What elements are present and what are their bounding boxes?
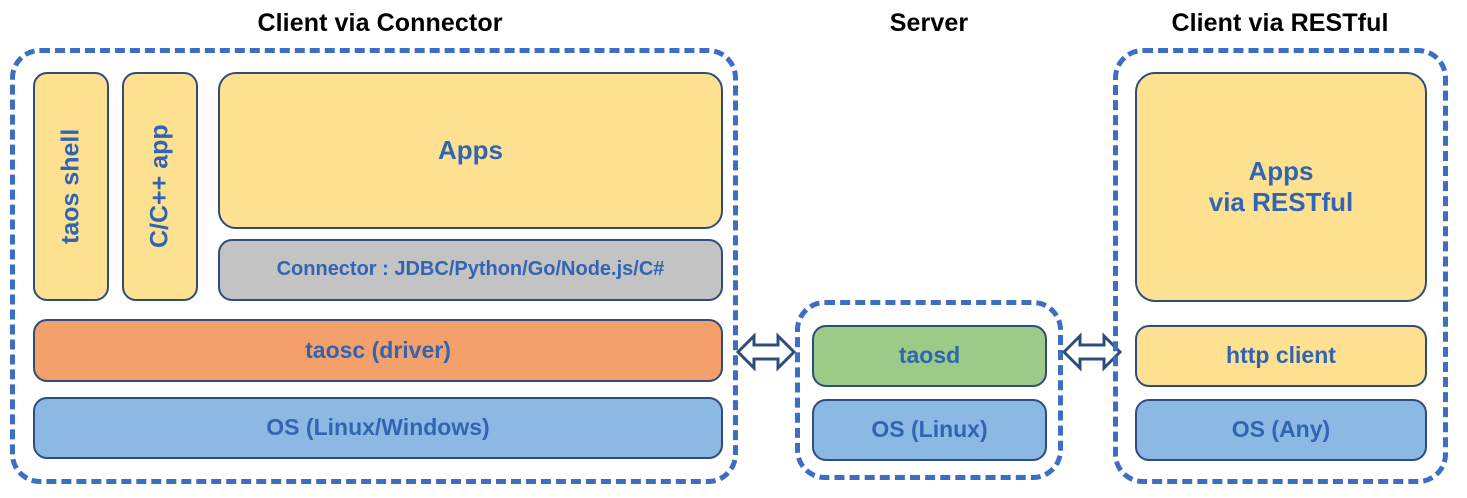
bidirectional-arrow-icon-left <box>736 328 796 376</box>
box-c-cpp-app[interactable]: C/C++ app <box>122 72 198 301</box>
section-title-client-restful: Client via RESTful <box>1171 9 1389 37</box>
box-apps-via-restful-line1: Apps <box>1248 156 1314 187</box>
box-http-client[interactable]: http client <box>1135 325 1427 387</box>
box-os-linux-windows[interactable]: OS (Linux/Windows) <box>33 397 723 459</box>
box-os-linux[interactable]: OS (Linux) <box>812 399 1047 461</box>
box-taos-shell[interactable]: taos shell <box>33 72 109 301</box>
box-apps-connector[interactable]: Apps <box>218 72 723 229</box>
box-os-any[interactable]: OS (Any) <box>1135 399 1427 461</box>
box-connector-list[interactable]: Connector : JDBC/Python/Go/Node.js/C# <box>218 239 723 301</box>
section-title-client-connector: Client via Connector <box>257 9 503 37</box>
box-apps-via-restful[interactable]: Apps via RESTful <box>1135 72 1427 302</box>
box-taosd[interactable]: taosd <box>812 325 1047 387</box>
group-server <box>795 300 1063 480</box>
box-taosc-driver[interactable]: taosc (driver) <box>33 319 723 382</box>
box-apps-via-restful-line2: via RESTful <box>1208 187 1354 217</box>
group-client-via-connector <box>10 48 738 484</box>
section-title-server: Server <box>889 9 969 37</box>
bidirectional-arrow-icon-right <box>1062 328 1122 376</box>
group-client-via-restful <box>1113 48 1448 484</box>
